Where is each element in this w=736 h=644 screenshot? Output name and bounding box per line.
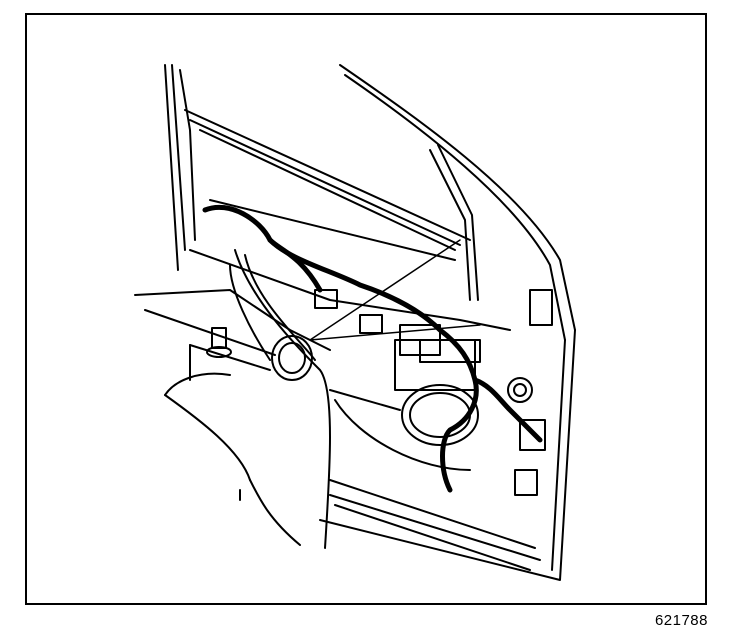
- figure-id-number: 621788: [654, 612, 708, 629]
- mounting-stud: [206, 327, 232, 358]
- trim-panel: [134, 249, 331, 549]
- inner-door-panel: [189, 199, 511, 471]
- door-frame: [164, 64, 576, 581]
- wiring-harness: [202, 204, 543, 493]
- connectors: [314, 289, 553, 496]
- callout-lines: [309, 239, 481, 341]
